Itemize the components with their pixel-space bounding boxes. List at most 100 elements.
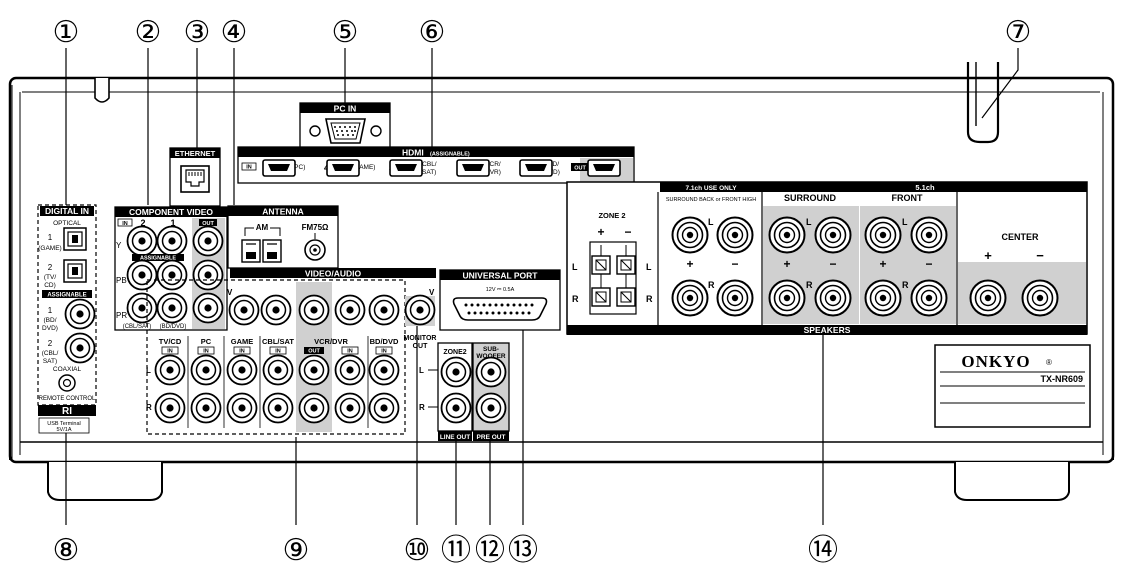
surround-right-label: R: [806, 280, 813, 290]
pc-in-vga-port[interactable]: [309, 118, 382, 144]
component-pb-label: PB: [116, 276, 127, 285]
model-plate: ONKYO ® TX-NR609: [934, 344, 1091, 428]
am-label: AM: [256, 223, 269, 232]
hdmi-5-label: (PC): [292, 164, 305, 171]
audio-r-cbl-sat-jack[interactable]: [262, 392, 294, 424]
surround-back-r-plus-post[interactable]: [671, 279, 709, 317]
digital-in-section: DIGITAL IN OPTICAL 1 (GAME) 2 (TV/ CD) A…: [37, 204, 97, 434]
audio-l-pc-jack[interactable]: [190, 354, 222, 386]
surround-l-minus-post[interactable]: [814, 216, 852, 254]
front-r-plus-post[interactable]: [864, 279, 902, 317]
surround-back-l-minus-post[interactable]: [716, 216, 754, 254]
center-plus-label: +: [984, 248, 992, 263]
component-assignable-label: ASSIGNABLE: [140, 256, 176, 262]
audio-l-vcr-dvr-in-jack[interactable]: [334, 354, 366, 386]
audio-r-tv-cd-jack[interactable]: [154, 392, 186, 424]
optical-2-label-b: CD): [44, 282, 56, 289]
usb-terminal-label: USB Terminal: [47, 421, 81, 427]
zone2-line-out-l-jack[interactable]: [440, 356, 472, 388]
subwoofer-pre-out-1-jack[interactable]: [475, 356, 507, 388]
ethernet-port[interactable]: [180, 165, 210, 193]
antenna-title: ANTENNA: [262, 207, 304, 217]
surround-back-l-plus-post[interactable]: [671, 216, 709, 254]
surround-back-minus-label: −: [731, 257, 738, 271]
ri-logo: RI: [62, 406, 72, 417]
coaxial-1-label-a: (BD/: [44, 317, 57, 324]
zone2-speaker-terminals[interactable]: [589, 241, 637, 315]
audio-l-game-jack[interactable]: [226, 354, 258, 386]
component-2-y-jack[interactable]: [126, 225, 158, 257]
optical-in-2-jack[interactable]: [63, 259, 87, 283]
component-1-y-jack[interactable]: [156, 225, 188, 257]
optical-1-number: 1: [48, 233, 53, 242]
component-out-y-jack[interactable]: [192, 225, 224, 257]
component-1-pb-jack[interactable]: [156, 259, 188, 291]
zone2-right-label-b: R: [646, 294, 653, 304]
video-in-cbl-sat-jack[interactable]: [260, 294, 292, 326]
zone2-line-out-r-jack[interactable]: [440, 392, 472, 424]
callouts: [65, 48, 1019, 525]
audio-l-cbl-sat-jack[interactable]: [262, 354, 294, 386]
hdmi-in-1-port[interactable]: [519, 159, 553, 177]
fm-antenna-jack[interactable]: [304, 239, 326, 261]
component-y-label: Y: [116, 241, 122, 250]
video-in-vcr-dvr-jack[interactable]: [334, 294, 366, 326]
monitor-video-label: V: [429, 288, 435, 297]
brand-logo: ONKYO: [961, 352, 1030, 371]
hdmi-in-3-port[interactable]: [389, 159, 423, 177]
optical-in-1-jack[interactable]: [63, 227, 87, 251]
coaxial-in-1-jack[interactable]: [64, 298, 96, 330]
hdmi-title: HDMI: [402, 148, 424, 158]
video-out-vcr-dvr-jack[interactable]: [298, 294, 330, 326]
subwoofer-pre-out-2-jack[interactable]: [475, 392, 507, 424]
callout-1: ①: [53, 15, 80, 50]
component-out-pr-jack[interactable]: [192, 292, 224, 324]
component-1-pr-jack[interactable]: [156, 292, 188, 324]
audio-l-bd-dvd-jack[interactable]: [368, 354, 400, 386]
front-r-minus-post[interactable]: [910, 279, 948, 317]
7-1ch-use-only-label: 7.1ch USE ONLY: [685, 185, 737, 192]
front-left-label: L: [902, 217, 908, 227]
monitor-out-video-jack[interactable]: [404, 294, 436, 326]
video-in-game-jack[interactable]: [228, 294, 260, 326]
hdmi-out-port[interactable]: [587, 159, 621, 177]
surround-back-r-minus-post[interactable]: [716, 279, 754, 317]
callout-7: ⑦: [1005, 15, 1032, 50]
hdmi-in-4-port[interactable]: [326, 159, 360, 177]
front-l-minus-post[interactable]: [910, 216, 948, 254]
universal-port-connector[interactable]: [452, 297, 548, 321]
audio-r-game-jack[interactable]: [226, 392, 258, 424]
remote-control-jack[interactable]: [58, 374, 76, 392]
component-bd-dvd-label: (BD/DVD): [160, 324, 187, 330]
center-plus-post[interactable]: [969, 279, 1007, 317]
callout-8: ⑧: [53, 533, 80, 568]
component-2-pr-jack[interactable]: [126, 292, 158, 324]
component-in-badge: IN: [122, 221, 128, 227]
surround-l-plus-post[interactable]: [768, 216, 806, 254]
video-in-bd-dvd-jack[interactable]: [368, 294, 400, 326]
surround-r-plus-post[interactable]: [768, 279, 806, 317]
audio-l-vcr-dvr-out-jack[interactable]: [298, 354, 330, 386]
audio-r-bd-dvd-jack[interactable]: [368, 392, 400, 424]
hdmi-assignable-label: (ASSIGNABLE): [430, 152, 470, 158]
hdmi-in-5-port[interactable]: [262, 159, 296, 177]
zone2-line-out-title: ZONE2: [443, 349, 466, 356]
component-out-pb-jack[interactable]: [192, 259, 224, 291]
coaxial-in-2-jack[interactable]: [64, 332, 96, 364]
surround-r-minus-post[interactable]: [814, 279, 852, 317]
coaxial-1-number: 1: [48, 306, 53, 315]
audio-r-pc-jack[interactable]: [190, 392, 222, 424]
component-2-pb-jack[interactable]: [126, 259, 158, 291]
model-number: TX-NR609: [1040, 374, 1083, 384]
component-2-label: 2: [140, 218, 145, 228]
audio-r-vcr-dvr-out-jack[interactable]: [298, 392, 330, 424]
center-minus-post[interactable]: [1021, 279, 1059, 317]
audio-r-vcr-dvr-in-jack[interactable]: [334, 392, 366, 424]
am-antenna-terminals[interactable]: [241, 239, 282, 263]
pc-in-badge: IN: [203, 349, 209, 355]
hdmi-in-2-port[interactable]: [456, 159, 490, 177]
surround-back-plus-label: +: [686, 257, 693, 271]
front-l-plus-post[interactable]: [864, 216, 902, 254]
audio-l-tv-cd-jack[interactable]: [154, 354, 186, 386]
coaxial-2-number: 2: [48, 339, 53, 348]
